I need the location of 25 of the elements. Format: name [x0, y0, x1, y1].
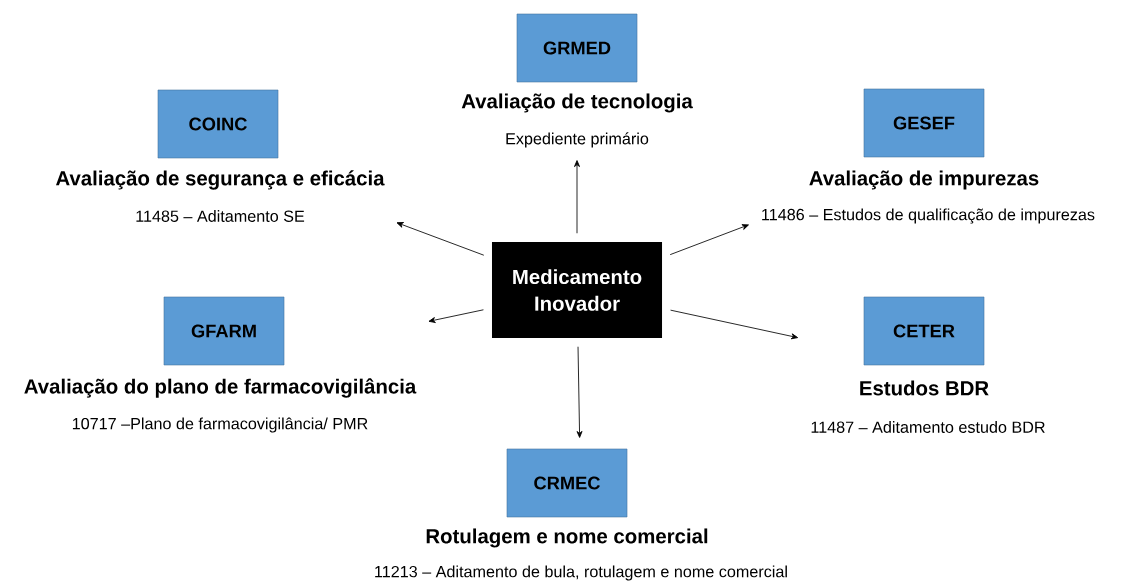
code-box: COINC: [157, 89, 279, 159]
heading-text: Estudos BDR: [860, 380, 989, 396]
description-text: 11485 – Aditamento SE: [136, 210, 305, 222]
arrow: [396, 222, 485, 256]
description-text: 10717 –Plano de farmacovigilância/ PMR: [72, 417, 368, 433]
heading-text: Avaliação do plano de farmacovigilância: [24, 378, 417, 398]
code-box: CETER: [863, 296, 985, 366]
arrow: [574, 160, 580, 234]
code-box: GESEF: [863, 88, 985, 158]
heading-text: Avaliação de tecnologia: [461, 93, 693, 113]
heading-text: Avaliação de impurezas: [809, 170, 1039, 190]
code-box: CRMEC: [506, 448, 628, 518]
heading-text: Avaliação de segurança e eficácia: [56, 170, 385, 190]
arrow: [669, 224, 749, 256]
heading-text: Rotulagem e nome comercial: [426, 528, 708, 548]
arrow: [670, 309, 799, 340]
description-text: 11486 – Estudos de qualificação de impurezas: [762, 208, 1095, 224]
center-box: Medicamento Inovador: [492, 242, 663, 338]
code-box: GRMED: [516, 13, 638, 83]
description-text: 11487 – Aditamento estudo BDR: [811, 421, 1045, 433]
arrow: [576, 346, 583, 438]
code-box: GFARM: [163, 296, 285, 366]
description-text: 11213 – Aditamento de bula, rotulagem e nome comercial: [375, 565, 787, 581]
arrow: [428, 309, 484, 323]
description-text: Expediente primário: [506, 132, 649, 148]
